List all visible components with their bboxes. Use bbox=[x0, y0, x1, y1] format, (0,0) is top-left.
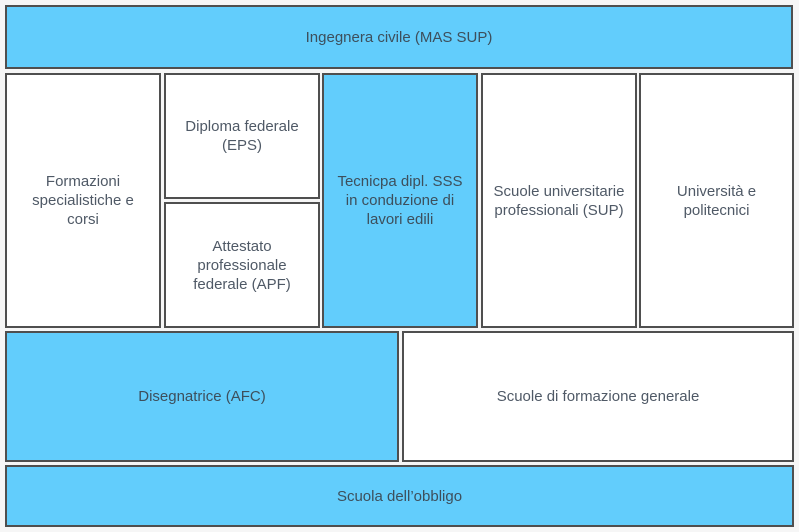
box-label: Tecnicpa dipl. SSS in conduzione di lavo… bbox=[337, 173, 463, 228]
box-label: Ingegnera civile (MAS SUP) bbox=[305, 28, 493, 46]
box-label: Scuole di formazione generale bbox=[496, 388, 700, 405]
box-label: Università e politecnici bbox=[676, 182, 757, 219]
box-label: Formazioni specialistiche e corsi bbox=[32, 173, 134, 228]
box-scuole-universitarie-professionali: Scuole universitarie professionali (SUP) bbox=[481, 73, 637, 328]
box-label: Diploma federale (EPS) bbox=[185, 118, 299, 154]
box-diploma-federale: Diploma federale (EPS) bbox=[164, 73, 320, 199]
box-attestato-professionale: Attestato professionale federale (APF) bbox=[164, 202, 320, 328]
box-disegnatrice: Disegnatrice (AFC) bbox=[5, 331, 399, 462]
box-scuole-formazione-generale: Scuole di formazione generale bbox=[402, 331, 794, 462]
box-ingegnera-civile: Ingegnera civile (MAS SUP) bbox=[5, 5, 793, 69]
box-label: Attestato professionale federale (APF) bbox=[193, 237, 291, 293]
box-label: Disegnatrice (AFC) bbox=[138, 388, 266, 405]
box-scuola-obbligo: Scuola dell’obbligo bbox=[5, 465, 794, 527]
box-label: Scuole universitarie professionali (SUP) bbox=[493, 182, 625, 219]
box-label: Scuola dell’obbligo bbox=[336, 487, 463, 505]
box-universita-politecnici: Università e politecnici bbox=[639, 73, 794, 328]
box-tecnica-sss: Tecnicpa dipl. SSS in conduzione di lavo… bbox=[322, 73, 478, 328]
box-formazioni-specialistiche: Formazioni specialistiche e corsi bbox=[5, 73, 161, 328]
